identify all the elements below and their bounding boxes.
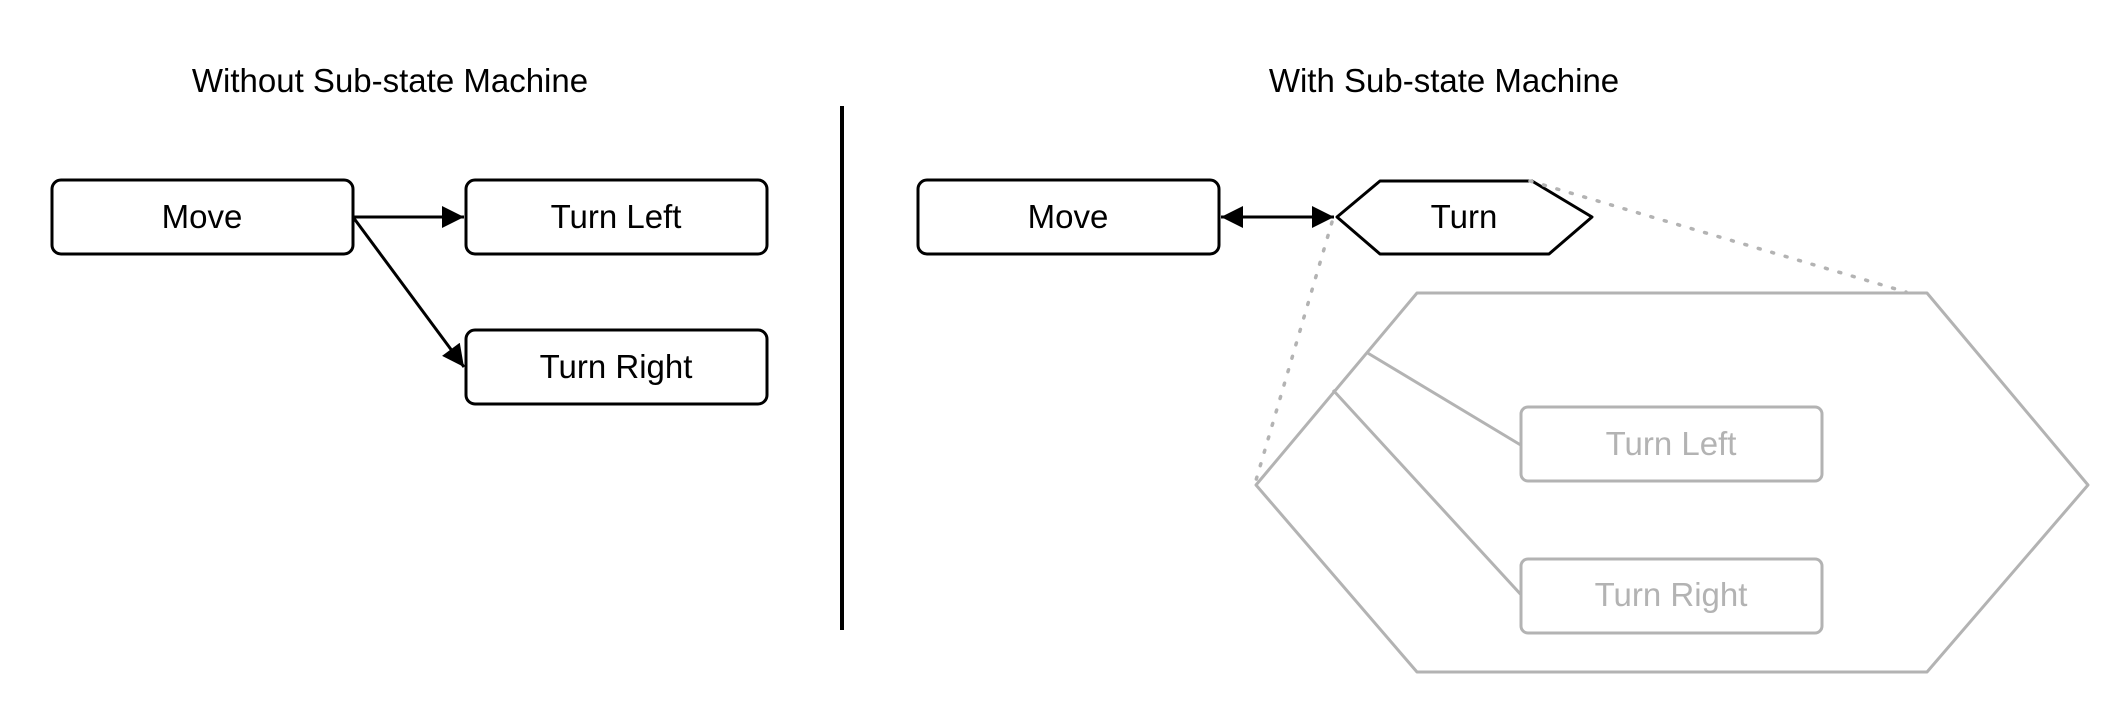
- arrow-move-to-turn-right: [351, 216, 466, 368]
- zoom-line-top: [1528, 179, 1908, 294]
- turn-substate-label: Turn: [1431, 198, 1498, 235]
- left-panel-title: Without Sub-state Machine: [192, 62, 588, 99]
- sub-entry-line-turn-right: [1331, 388, 1526, 600]
- left-move-label: Move: [162, 198, 243, 235]
- sub-state-machine-expanded: Turn Left Turn Right: [1254, 291, 2090, 674]
- sub-turn-left-label: Turn Left: [1606, 425, 1737, 462]
- sub-turn-right-label: Turn Right: [1595, 576, 1748, 613]
- sub-entry-line-turn-left: [1365, 350, 1525, 449]
- zoom-line-bottom: [1252, 220, 1334, 489]
- sub-turn-right-node: Turn Right: [1519, 557, 1824, 635]
- turn-substate-node: Turn: [1335, 179, 1594, 256]
- sub-turn-left-node: Turn Left: [1519, 405, 1824, 483]
- right-move-label: Move: [1028, 198, 1109, 235]
- left-turn-right-node: Turn Right: [464, 328, 769, 406]
- left-move-node: Move: [50, 178, 355, 256]
- left-turn-left-node: Turn Left: [464, 178, 769, 256]
- left-turn-right-label: Turn Right: [540, 348, 693, 385]
- right-panel-title: With Sub-state Machine: [1269, 62, 1619, 99]
- right-move-node: Move: [916, 178, 1221, 256]
- left-turn-left-label: Turn Left: [551, 198, 682, 235]
